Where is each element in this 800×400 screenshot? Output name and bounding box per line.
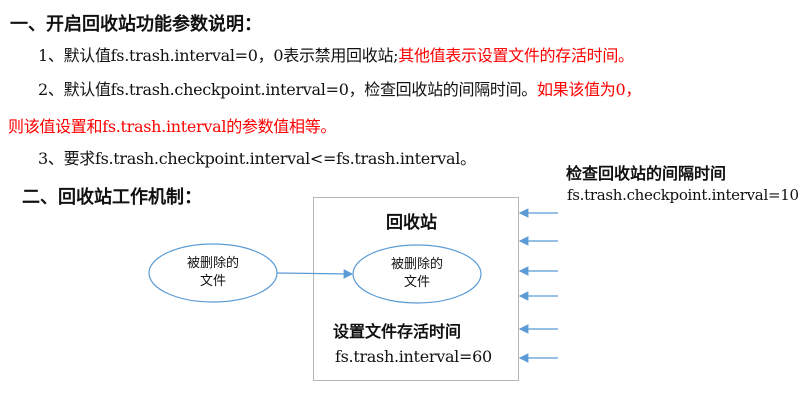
item-1: 1、默认值fs.trash.interval=0，0表示禁用回收站;其他值表示设… [38, 42, 634, 66]
trash-file-line1: 被删除的 [390, 257, 443, 272]
trash-file-line2: 文件 [403, 275, 430, 290]
deleted-file-line1: 被删除的 [186, 256, 239, 271]
item-1-highlight: 其他值表示设置文件的存活时间。 [398, 46, 634, 65]
deleted-file-line2: 文件 [199, 274, 226, 289]
lifetime-label: 设置文件存活时间 [333, 322, 462, 341]
section1-title: 一、开启回收站功能参数说明： [10, 14, 262, 35]
item-1-text: 1、默认值fs.trash.interval=0，0表示禁用回收站; [38, 46, 399, 65]
deleted-file-label: 被删除的文件 [163, 255, 263, 291]
checkpoint-label: 检查回收站的间隔时间 [566, 164, 727, 183]
move-arrow [276, 269, 354, 279]
item-2: 2、默认值fs.trash.checkpoint.interval=0，检查回收… [38, 76, 641, 100]
checkpoint-value: fs.trash.checkpoint.interval=10 [567, 186, 799, 204]
item-2-continued: 则该值设置和fs.trash.interval的参数值相等。 [8, 117, 337, 136]
lifetime-value: fs.trash.interval=60 [335, 347, 492, 366]
item-2-text: 2、默认值fs.trash.checkpoint.interval=0，检查回收… [38, 80, 537, 99]
item-2-highlight: 如果该值为0， [536, 80, 642, 99]
trash-title: 回收站 [386, 213, 437, 233]
checkpoint-arrows [518, 208, 558, 363]
trash-box [313, 197, 519, 381]
section2-title: 二、回收站工作机制： [22, 187, 202, 208]
item-3: 3、要求fs.trash.checkpoint.interval<=fs.tra… [38, 149, 476, 168]
trash-file-label: 被删除的文件 [367, 256, 467, 292]
